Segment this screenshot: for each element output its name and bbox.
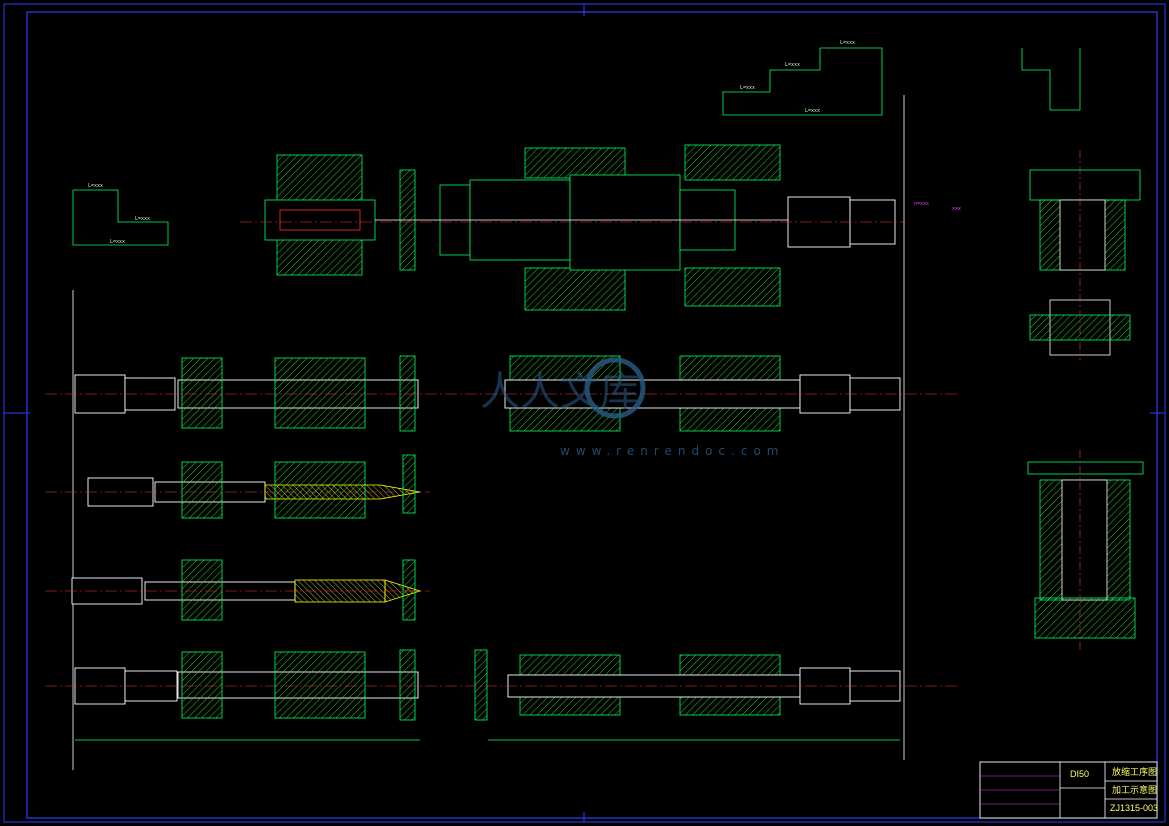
watermark-site: www.renrendoc.com	[560, 444, 784, 458]
left-step-block: L=xxx L=xxx L=xxx	[72, 183, 169, 246]
top-spindle-assembly: n=xxx xxx	[240, 144, 961, 311]
title-block: DI50 放缩工序图 加工示意图 ZJ1315-003	[979, 761, 1158, 819]
title-model: DI50	[1070, 769, 1089, 779]
watermark-brand: 人人文库	[480, 369, 640, 415]
spindle-row-1	[45, 355, 960, 432]
svg-text:L=xxx: L=xxx	[785, 62, 800, 68]
svg-text:n=xxx: n=xxx	[914, 201, 929, 207]
svg-text:L=xxx: L=xxx	[740, 85, 755, 91]
svg-text:L=xxx: L=xxx	[110, 239, 125, 245]
spindle-row-2	[45, 454, 430, 519]
title-line-1: 放缩工序图	[1112, 766, 1157, 777]
right-section-view-top	[1021, 48, 1141, 360]
title-drawing-number: ZJ1315-003	[1110, 803, 1158, 813]
right-section-view-bottom	[1027, 450, 1144, 650]
watermark: www.renrendoc.com 人人文库	[480, 357, 784, 458]
spindle-row-3	[45, 559, 430, 621]
svg-text:xxx: xxx	[952, 206, 961, 212]
svg-text:L=xxx: L=xxx	[88, 183, 103, 189]
title-line-2: 加工示意图	[1112, 784, 1157, 795]
cutting-step-diagram: L=xxx L=xxx L=xxx L=xxx	[722, 40, 883, 116]
svg-text:L=xxx: L=xxx	[135, 216, 150, 222]
sheet-frame	[3, 3, 1166, 823]
svg-text:L=xxx: L=xxx	[805, 108, 820, 114]
spindle-row-4	[45, 649, 960, 741]
svg-text:L=xxx: L=xxx	[840, 40, 855, 46]
